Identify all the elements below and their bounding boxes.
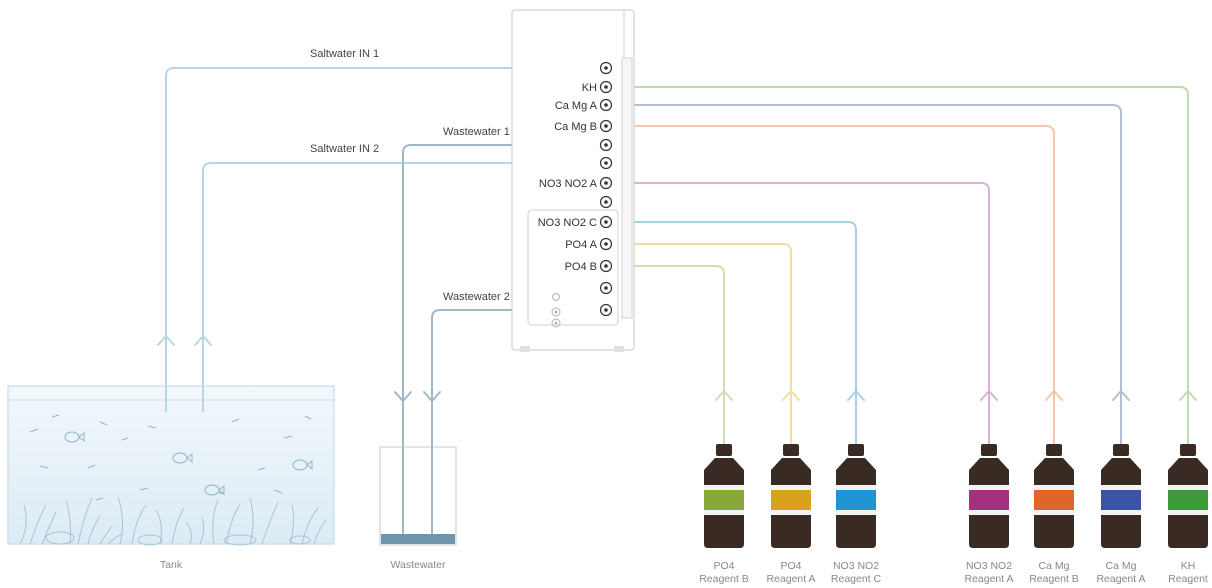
tube-camg-b	[606, 125, 1055, 455]
aquarium-tank	[7, 385, 335, 546]
tube-no3no2-a	[606, 182, 990, 455]
label-wastewater-1: Wastewater 1	[443, 126, 510, 138]
bottle-caption-line1: PO4	[713, 560, 734, 572]
tube-saltwater-in-1	[165, 67, 604, 412]
bottle-cap	[1113, 444, 1129, 456]
bottle-cap	[1180, 444, 1196, 456]
bottle-caption-line2: Reagent C	[831, 573, 882, 585]
bottle-cap	[716, 444, 732, 456]
port-label: PO4 B	[565, 261, 597, 273]
arrow-up-icon	[194, 335, 212, 346]
arrow-down-icon	[394, 391, 412, 402]
port-label: Ca Mg A	[555, 100, 598, 112]
bottle-cap	[848, 444, 864, 456]
bottle-cap	[783, 444, 799, 456]
device-ports: KH Ca Mg A Ca Mg B NO3 NO2 A NO3 NO2 C PO4 A P…	[538, 61, 613, 317]
wastewater-label: Wastewater	[390, 559, 446, 571]
port-label: NO3 NO2 C	[538, 217, 597, 229]
label-saltwater-in-1: Saltwater IN 1	[310, 48, 379, 60]
arrow-up-icon	[782, 390, 800, 401]
tube-kh	[606, 86, 1189, 455]
bottle-caption-line1: NO3 NO2	[833, 560, 879, 572]
device-port	[599, 303, 613, 317]
device-port: KH	[582, 80, 613, 94]
bottle-caption-line2: Reagent B	[699, 573, 749, 585]
device-port-panel	[527, 209, 619, 326]
bottle-caption-line1: Ca Mg	[1106, 560, 1137, 572]
bottle-color-band	[836, 490, 876, 510]
bottle-cap	[981, 444, 997, 456]
port-label: PO4 A	[565, 239, 597, 251]
bottle-caption-line2: Reagent	[1168, 573, 1208, 585]
tube-wastewater-2	[431, 309, 604, 532]
arrow-up-icon	[1045, 390, 1063, 401]
device-port	[599, 195, 613, 209]
tube-po4-a	[606, 243, 792, 455]
plant-decoration	[19, 496, 327, 546]
device-port: PO4 B	[565, 259, 613, 273]
port-label: Ca Mg B	[554, 121, 597, 133]
bottle-color-band	[1101, 490, 1141, 510]
device-port: Ca Mg B	[554, 119, 613, 133]
bottle-color-band	[1034, 490, 1074, 510]
tube-saltwater-in-2	[202, 162, 604, 412]
bottle-cap	[1046, 444, 1062, 456]
arrow-up-icon	[980, 390, 998, 401]
device-port	[599, 281, 613, 295]
bottle-caption-line1: KH	[1181, 560, 1196, 572]
bottle-caption-line1: Ca Mg	[1039, 560, 1070, 572]
bottle-color-band	[969, 490, 1009, 510]
arrow-down-icon	[423, 391, 441, 402]
device-port: PO4 A	[565, 237, 613, 251]
device-port: Ca Mg A	[555, 98, 613, 112]
tube-wastewater-1	[402, 144, 604, 532]
wastewater-container	[379, 446, 457, 546]
bottle-caption-line2: Reagent B	[1029, 573, 1079, 585]
flow-arrows	[157, 335, 1197, 402]
arrow-up-icon	[715, 390, 733, 401]
bottle-caption-line2: Reagent A	[766, 573, 815, 585]
port-label: NO3 NO2 A	[539, 178, 598, 190]
tank-label: Tank	[160, 559, 183, 571]
arrow-up-icon	[1179, 390, 1197, 401]
label-saltwater-in-2: Saltwater IN 2	[310, 143, 379, 155]
bottle-caption-line2: Reagent A	[1096, 573, 1145, 585]
tube-no3no2-c	[606, 221, 857, 455]
arrow-up-icon	[1112, 390, 1130, 401]
device-port	[599, 61, 613, 75]
device-port: NO3 NO2 C	[538, 215, 613, 229]
label-wastewater-2: Wastewater 2	[443, 291, 510, 303]
bottle-color-band	[704, 490, 744, 510]
tube-camg-a	[606, 104, 1122, 455]
fish-decoration	[29, 414, 313, 501]
device-port	[599, 156, 613, 170]
bottle-caption-line1: PO4	[780, 560, 801, 572]
analyzer-device: KH Ca Mg A Ca Mg B NO3 NO2 A NO3 NO2 C PO4 A P…	[511, 9, 635, 352]
port-label: KH	[582, 82, 597, 94]
bottle-caption-line2: Reagent A	[964, 573, 1013, 585]
bottle-color-band	[1168, 490, 1208, 510]
tubes	[165, 67, 1189, 532]
device-side-panel	[621, 57, 633, 319]
bottle-color-band	[771, 490, 811, 510]
tube-po4-b	[606, 265, 725, 455]
device-port	[599, 138, 613, 152]
device-port: NO3 NO2 A	[539, 176, 613, 190]
arrow-up-icon	[157, 335, 175, 346]
arrow-up-icon	[847, 390, 865, 401]
bottle-caption-line1: NO3 NO2	[966, 560, 1012, 572]
